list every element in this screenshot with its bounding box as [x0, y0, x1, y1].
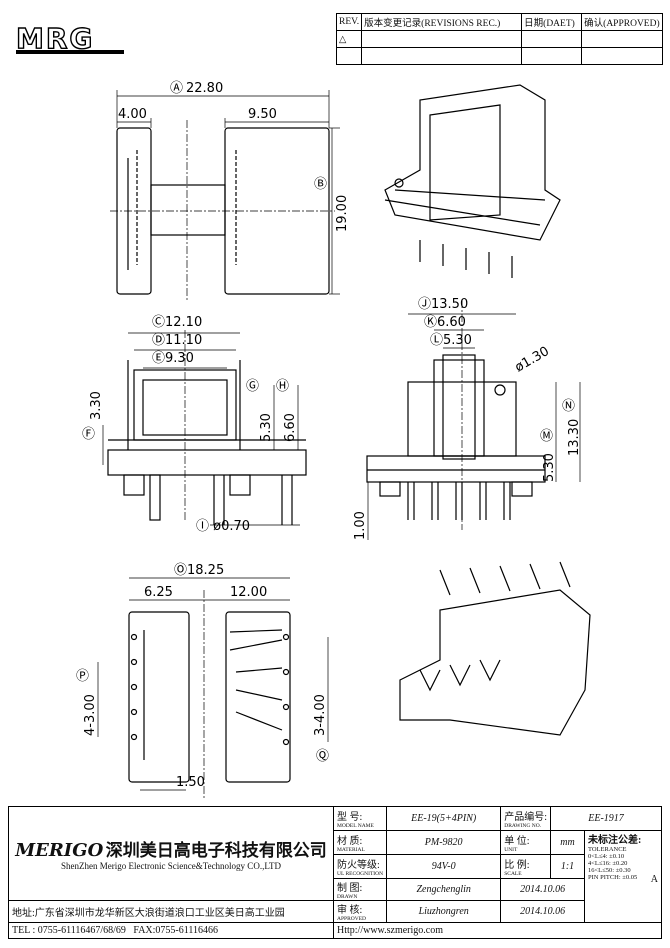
model-value: EE-19(5+4PIN)	[386, 806, 502, 831]
dim-E: Ⓔ9.30	[152, 351, 194, 366]
tolerance-block: 未标注公差: TOLERANCE 0<L≤4: ±0.10 4<L≤16: ±0…	[584, 830, 662, 923]
dim-bottom: 1.50	[176, 775, 205, 790]
dim-A: 22.80	[186, 81, 223, 96]
dim-J: Ⓙ13.50	[418, 297, 468, 312]
dim-C: Ⓒ12.10	[152, 315, 202, 330]
dim-GH1: 5.30	[259, 413, 274, 442]
web-cell: Http://www.szmerigo.com	[333, 922, 662, 939]
logo-underline	[16, 50, 124, 54]
dim-F: 3.30	[89, 391, 104, 420]
scale-value: 1:1	[550, 854, 585, 879]
dim-K: Ⓚ6.60	[424, 315, 466, 330]
dim-hole: ø1.30	[513, 344, 552, 375]
drawing-no-value: EE-1917	[550, 806, 662, 831]
revision-table: REV. 版本变更记录(REVISIONS REC.) 日期(DAET) 确认(…	[335, 13, 663, 65]
title-block: MERIGO 深圳美日高电子科技有限公司 ShenZhen Merigo Ele…	[8, 806, 662, 939]
company-block: MERIGO 深圳美日高电子科技有限公司 ShenZhen Merigo Ele…	[8, 806, 334, 901]
dim-G: Ⓖ	[246, 379, 259, 394]
dim-I: Ⓘ ø0.70	[196, 519, 250, 534]
material-label-cell: 材 质:MATERIAL	[332, 830, 388, 855]
fire-label-cell: 防火等级:UL RECOGNITION	[332, 854, 388, 879]
dim-B-label: Ⓑ	[314, 177, 327, 192]
dim-o-right: 12.00	[230, 585, 267, 600]
dim-L: Ⓛ5.30	[430, 333, 472, 348]
dim-o-left: 6.25	[144, 585, 173, 600]
dim-B: 19.00	[335, 195, 350, 232]
company-logo: MRG	[15, 21, 95, 55]
dim-pin-len: 1.00	[353, 511, 368, 540]
dim-P: 4-3.00	[83, 694, 98, 736]
company-name-en: ShenZhen Merigo Electronic Science&Techn…	[61, 860, 281, 871]
fire-value: 94V-0	[386, 854, 502, 879]
dim-a-right: 9.50	[248, 107, 277, 122]
company-name-cn: 深圳美日高电子科技有限公司	[105, 840, 327, 861]
drawing-label-cell: 产品编号:DRAWING NO.	[500, 806, 552, 831]
dim-Q-label: Ⓠ	[316, 749, 329, 764]
dim-P-label: Ⓟ	[76, 669, 89, 684]
unit-value: mm	[550, 830, 585, 855]
address-cell: 地址:广东省深圳市龙华新区大浪街道浪口工业区美日高工业园	[8, 900, 334, 923]
dim-N-label: Ⓝ	[562, 399, 575, 414]
drawn-label-cell: 制 图:DRAWN	[332, 878, 388, 901]
merigo-emblem: MERIGO	[15, 839, 104, 861]
drawn-value: Zengchenglin	[386, 878, 502, 901]
drawn-date: 2014.10.06	[500, 878, 585, 901]
dim-N: 13.30	[567, 419, 582, 456]
unit-label-cell: 单 位:UNIT	[500, 830, 552, 855]
approved-label-cell: 审 核:APPROVED	[332, 900, 388, 923]
dim-F-label: Ⓕ	[82, 427, 95, 442]
dim-H: Ⓗ	[276, 379, 289, 394]
dim-a-left: 4.00	[118, 107, 147, 122]
dim-GH2: 6.60	[283, 413, 298, 442]
approved-date: 2014.10.06	[500, 900, 585, 923]
model-label-cell: 型 号:MODEL NAME	[332, 806, 388, 831]
dim-M-label: Ⓜ	[540, 429, 553, 444]
material-value: PM-9820	[386, 830, 502, 855]
dim-D: Ⓓ11.10	[152, 333, 202, 348]
approved-value: Liuzhongren	[386, 900, 502, 923]
scale-label-cell: 比 例:SCALE	[500, 854, 552, 879]
dim-A-label: Ⓐ	[170, 81, 183, 96]
tel-fax-cell: TEL : 0755-61116467/68/69 FAX:0755-61116…	[8, 922, 334, 939]
dim-Q: 3-4.00	[313, 694, 328, 736]
dim-O: Ⓞ18.25	[174, 563, 224, 578]
dim-M: 5.30	[542, 453, 557, 482]
